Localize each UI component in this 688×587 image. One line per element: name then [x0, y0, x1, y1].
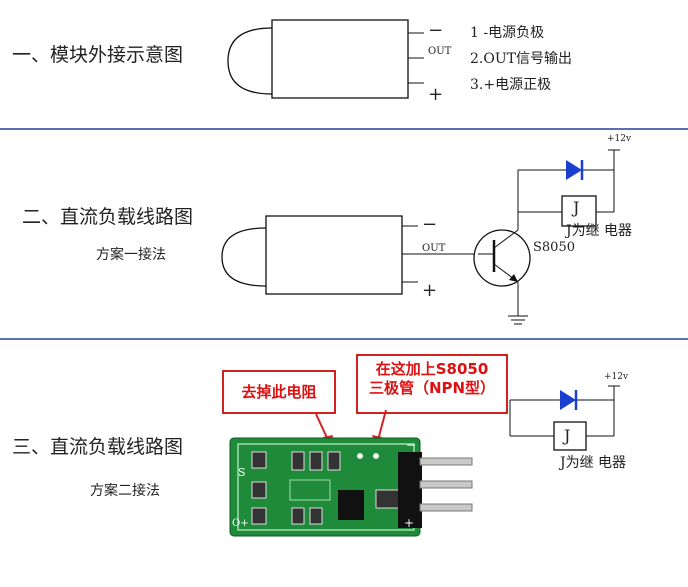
section3-title: 三、直流负载线路图 [12, 436, 184, 458]
circuit-scheme1 [221, 149, 620, 325]
pin-plus-1: + [428, 84, 444, 105]
module-drawing-1 [227, 19, 424, 99]
callout-remove-resistor: 去掉此电阻 [222, 370, 336, 414]
section2-title: 二、直流负载线路图 [22, 206, 194, 228]
section3-subtitle: 方案二接法 [90, 483, 160, 499]
board-mark-plus: + [404, 516, 415, 530]
section-module-diagram: 一、模块外接示意图 − OUT + 1 -电源负极 2.OUT信号输出 3.+电… [0, 0, 688, 128]
relay-caption-3: J为继 电器 [560, 455, 627, 471]
legend-item-1: 1 -电源负极 [470, 25, 545, 41]
pin-out-1: OUT [428, 46, 452, 57]
legend-item-2: 2.OUT信号输出 [470, 51, 572, 67]
supply-label-3: +12v [604, 372, 629, 382]
pin-out-2: OUT [422, 243, 446, 254]
section-dc-load-scheme2: 三、直流负载线路图 方案二接法 去掉此电阻 在这加上S8050 三极管（NPN型… [0, 340, 688, 587]
section-dc-load-scheme1: 二、直流负载线路图 方案一接法 − OUT + S8050 J [0, 130, 688, 338]
callout-add-transistor: 在这加上S8050 三极管（NPN型） [356, 354, 508, 414]
callout-add-line2: 三极管（NPN型） [368, 379, 496, 397]
board-and-circuit [229, 385, 620, 537]
section1-title: 一、模块外接示意图 [12, 44, 184, 66]
callout-remove-text: 去掉此电阻 [241, 383, 317, 401]
relay-caption-2: J为继 电器 [566, 223, 633, 239]
pin-minus-1: − [428, 20, 444, 41]
transistor-label: S8050 [533, 240, 575, 255]
pin-plus-2: + [422, 280, 438, 301]
relay-label-3: J [564, 426, 571, 445]
supply-label-2: +12v [607, 134, 632, 144]
board-mark-s: S [238, 466, 246, 479]
divider-1 [0, 128, 688, 130]
pin-minus-2: − [422, 214, 438, 235]
board-mark-minus: − [406, 438, 417, 452]
divider-2 [0, 338, 688, 340]
legend-item-3: 3.+电源正极 [470, 77, 552, 93]
section2-subtitle: 方案一接法 [96, 247, 166, 263]
relay-label-2: J [573, 198, 580, 217]
board-mark-o-plus: O+ [232, 518, 249, 529]
callout-add-line1: 在这加上S8050 [375, 360, 489, 378]
